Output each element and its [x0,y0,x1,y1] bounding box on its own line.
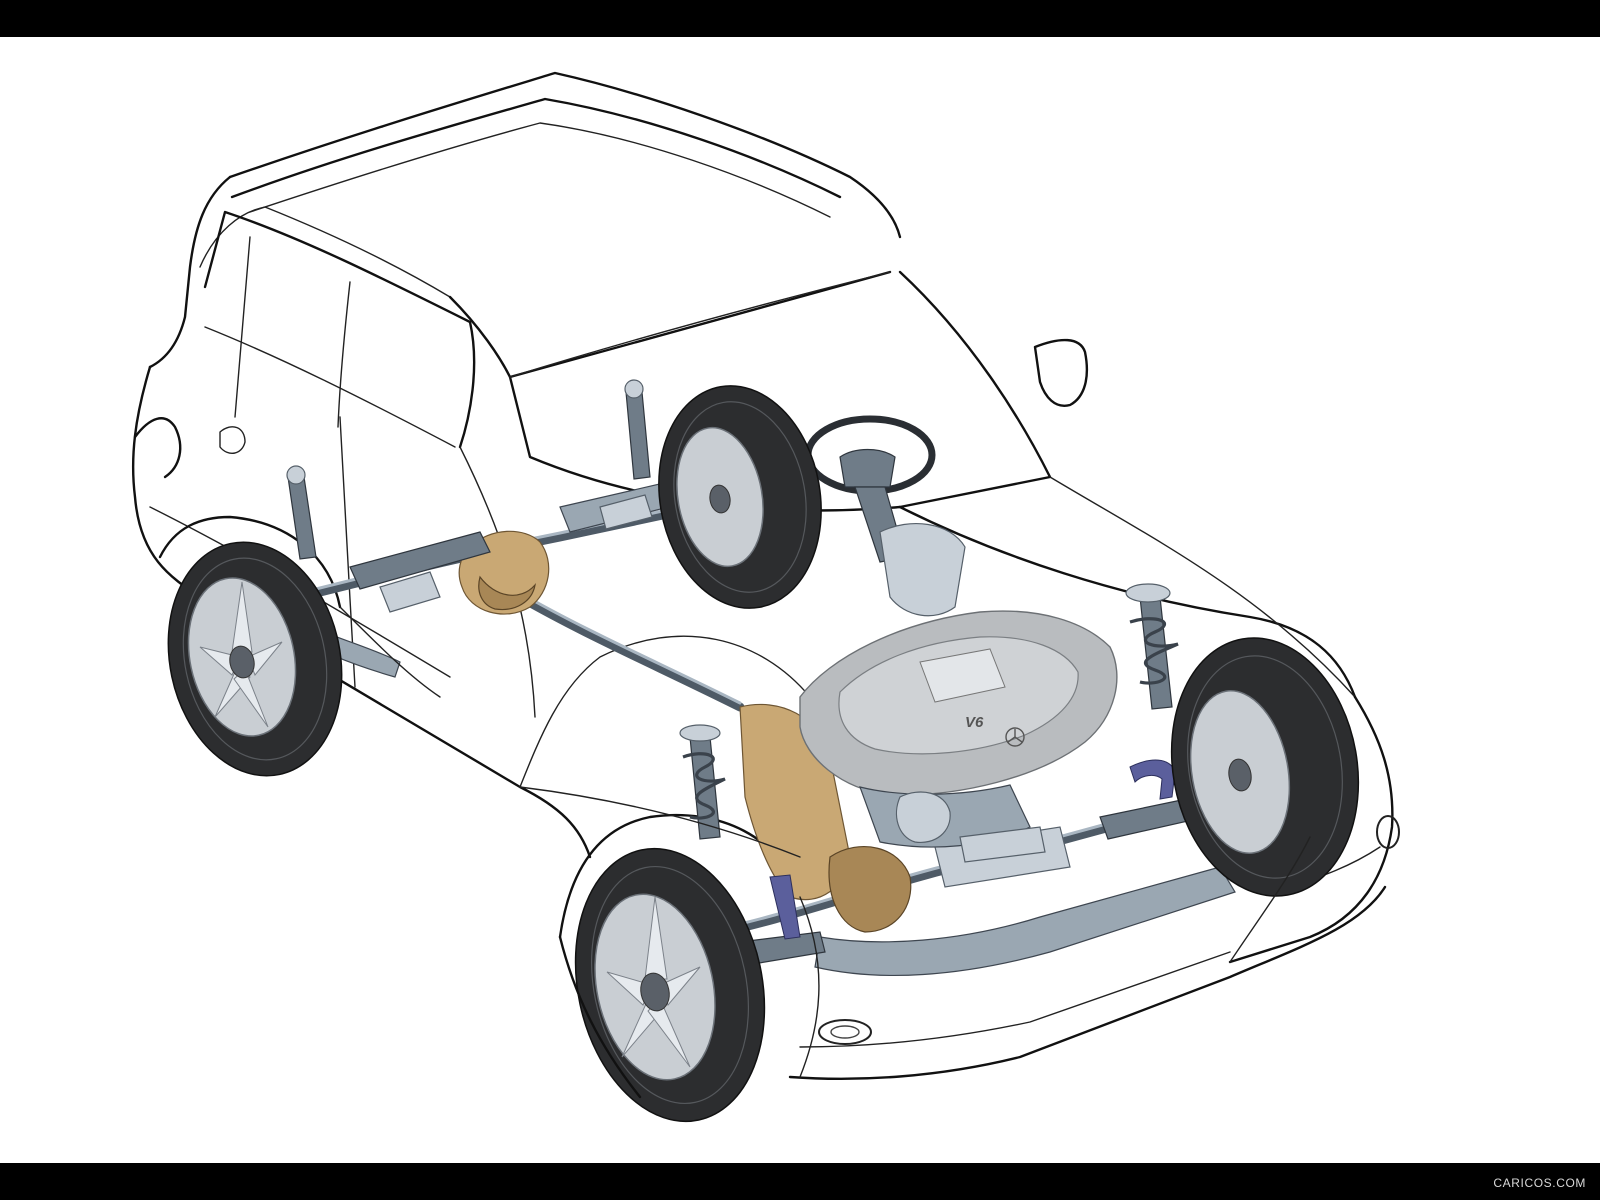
front-spring-left [682,752,726,820]
prop-shaft-highlight [518,591,742,705]
a-pillar [448,270,892,379]
front-bumper-lower [799,951,1231,1048]
three-pointed-star-icon [1005,727,1025,747]
rear-shock-left [287,476,317,560]
windshield-top [509,271,891,378]
window-divider-2 [337,281,351,428]
fog-light-icon [818,1019,872,1045]
rear-exhaust-box-left [379,571,441,613]
roof-rail-inner [249,122,831,218]
window-lower-line [204,326,456,448]
steering-system [804,415,966,617]
rear-subframe [349,531,491,590]
rear-diff-shadow [478,575,536,611]
roof-outline [228,71,902,239]
rear-right-wheel [658,385,822,609]
rear-shock-right [625,391,651,480]
pedal-bracket [879,522,966,617]
rear-bumper-side [133,417,182,479]
side-window-frame [203,210,476,449]
front-right-wheel [1170,637,1360,897]
rear-exhaust-box-right [599,494,653,530]
window-divider-1 [234,236,251,418]
transfer-case [828,846,912,933]
rear-window [199,206,451,298]
front-left-wheel [574,847,766,1123]
front-fascia [1228,695,1394,964]
body-overlay-lines [339,606,1311,1099]
front-strut-left-mount [679,724,721,742]
front-bumper [788,885,1387,1080]
steering-hub [839,448,896,488]
body-side-top [148,175,232,369]
side-mirror [1033,338,1089,407]
bottom-letterbox-bar: CARICOS.COM [0,1163,1600,1200]
front-subframe [814,866,1236,977]
car-cutaway-svg: V6 [131,71,1400,1123]
rear-door-handle [219,426,246,454]
prop-shaft [515,592,745,712]
hood-crease [1049,476,1356,698]
front-spring-right [1129,617,1179,685]
engine-badge: V6 [965,714,984,731]
front-fender [519,635,811,788]
rear-wheel-arch [158,515,342,609]
roof-rail-left [230,97,842,199]
car-body-outline [131,71,1394,1080]
rear-left-wheel [167,541,343,777]
sway-bar [1129,759,1176,800]
rear-shock-left-mount [286,465,306,485]
front-strut-right-mount [1125,583,1171,603]
starter-motor [959,826,1046,863]
fog-light-right [1376,815,1400,849]
rear-shock-right-mount [624,379,644,399]
watermark-text: CARICOS.COM [1493,1176,1586,1190]
cutaway-illustration: V6 [0,37,1600,1163]
alternator [895,791,951,843]
engine-assembly: V6 [799,610,1118,863]
hood-outline [898,505,1357,699]
intake-plenum [919,648,1006,703]
front-link [769,874,801,940]
